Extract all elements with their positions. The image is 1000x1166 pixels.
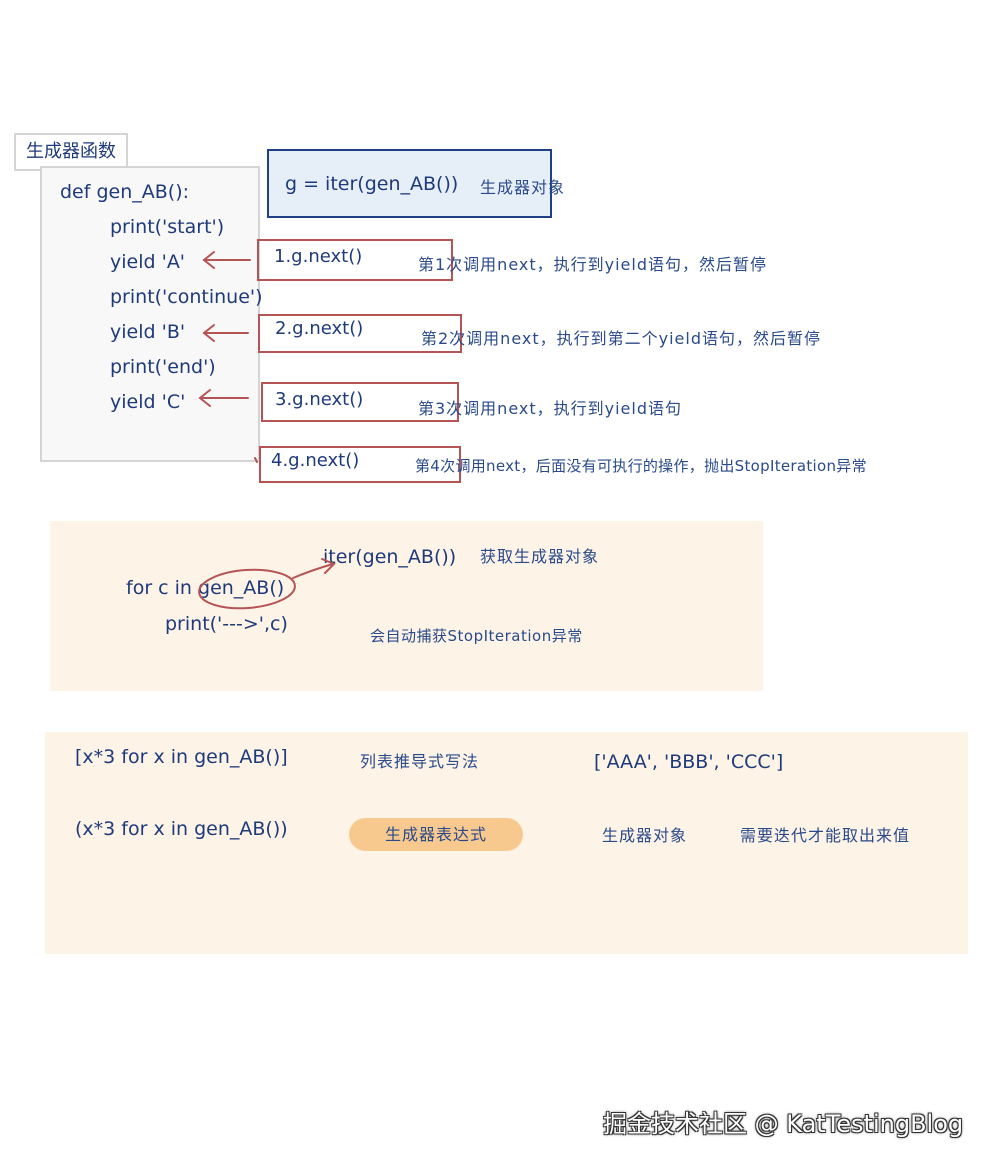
call-box-3	[261, 382, 459, 422]
code-line-print-start: print('start')	[110, 216, 225, 238]
call-4-tick	[254, 457, 258, 463]
function-code-box	[40, 166, 260, 462]
iter-note: 生成器对象	[480, 178, 566, 197]
for-loop-iter-expression: iter(gen_AB())	[323, 546, 457, 568]
call-label-3: 3.g.next()	[275, 389, 364, 410]
call-box-1	[257, 239, 453, 281]
call-label-2: 2.g.next()	[275, 318, 364, 339]
watermark: 掘金技术社区 @ KatTestingBlog	[603, 1110, 964, 1138]
for-loop-print-line: print('--->',c)	[165, 613, 288, 635]
call-note-3: 第3次调用next，执行到yield语句	[418, 399, 682, 418]
iterate-to-get-values-note: 需要迭代才能取出来值	[740, 826, 911, 845]
call-label-1: 1.g.next()	[274, 246, 363, 267]
arrow-to-yield-c	[198, 389, 249, 407]
code-line-def: def gen_AB():	[60, 181, 190, 203]
arrow-to-yield-a	[202, 251, 251, 269]
code-line-yield-c: yield 'C'	[110, 391, 186, 413]
call-box-4	[259, 446, 461, 483]
call-label-4: 4.g.next()	[271, 450, 360, 471]
list-comprehension-result: ['AAA', 'BBB', 'CCC']	[594, 751, 784, 773]
call-note-1: 第1次调用next，执行到yield语句，然后暂停	[418, 255, 767, 274]
call-note-4: 第4次调用next，后面没有可执行的操作，抛出StopIteration异常	[415, 457, 867, 475]
for-loop-line: for c in gen_AB()	[126, 577, 285, 599]
iter-expression-box	[267, 149, 552, 218]
code-line-print-end: print('end')	[110, 356, 216, 378]
code-line-yield-b: yield 'B'	[110, 321, 186, 343]
for-loop-auto-note: 会自动捕获StopIteration异常	[370, 627, 583, 645]
generator-function-label: 生成器函数	[14, 133, 128, 171]
arrow-to-yield-b	[202, 324, 249, 342]
gen-ab-circle	[198, 568, 296, 610]
arrow-to-iter	[292, 558, 336, 579]
call-box-2	[258, 314, 462, 353]
generator-expression: (x*3 for x in gen_AB())	[75, 818, 288, 840]
generator-object-note: 生成器对象	[602, 826, 688, 845]
call-note-2: 第2次调用next，执行到第二个yield语句，然后暂停	[421, 329, 821, 348]
list-comprehension-note: 列表推导式写法	[360, 752, 480, 771]
generator-expression-pill: 生成器表达式	[349, 818, 523, 851]
code-line-yield-a: yield 'A'	[110, 251, 186, 273]
iter-expression: g = iter(gen_AB())	[285, 173, 459, 195]
for-loop-panel	[50, 521, 763, 691]
code-line-print-continue: print('continue')	[110, 286, 263, 308]
for-loop-iter-note: 获取生成器对象	[480, 547, 600, 566]
list-comprehension-expression: [x*3 for x in gen_AB()]	[75, 746, 288, 768]
